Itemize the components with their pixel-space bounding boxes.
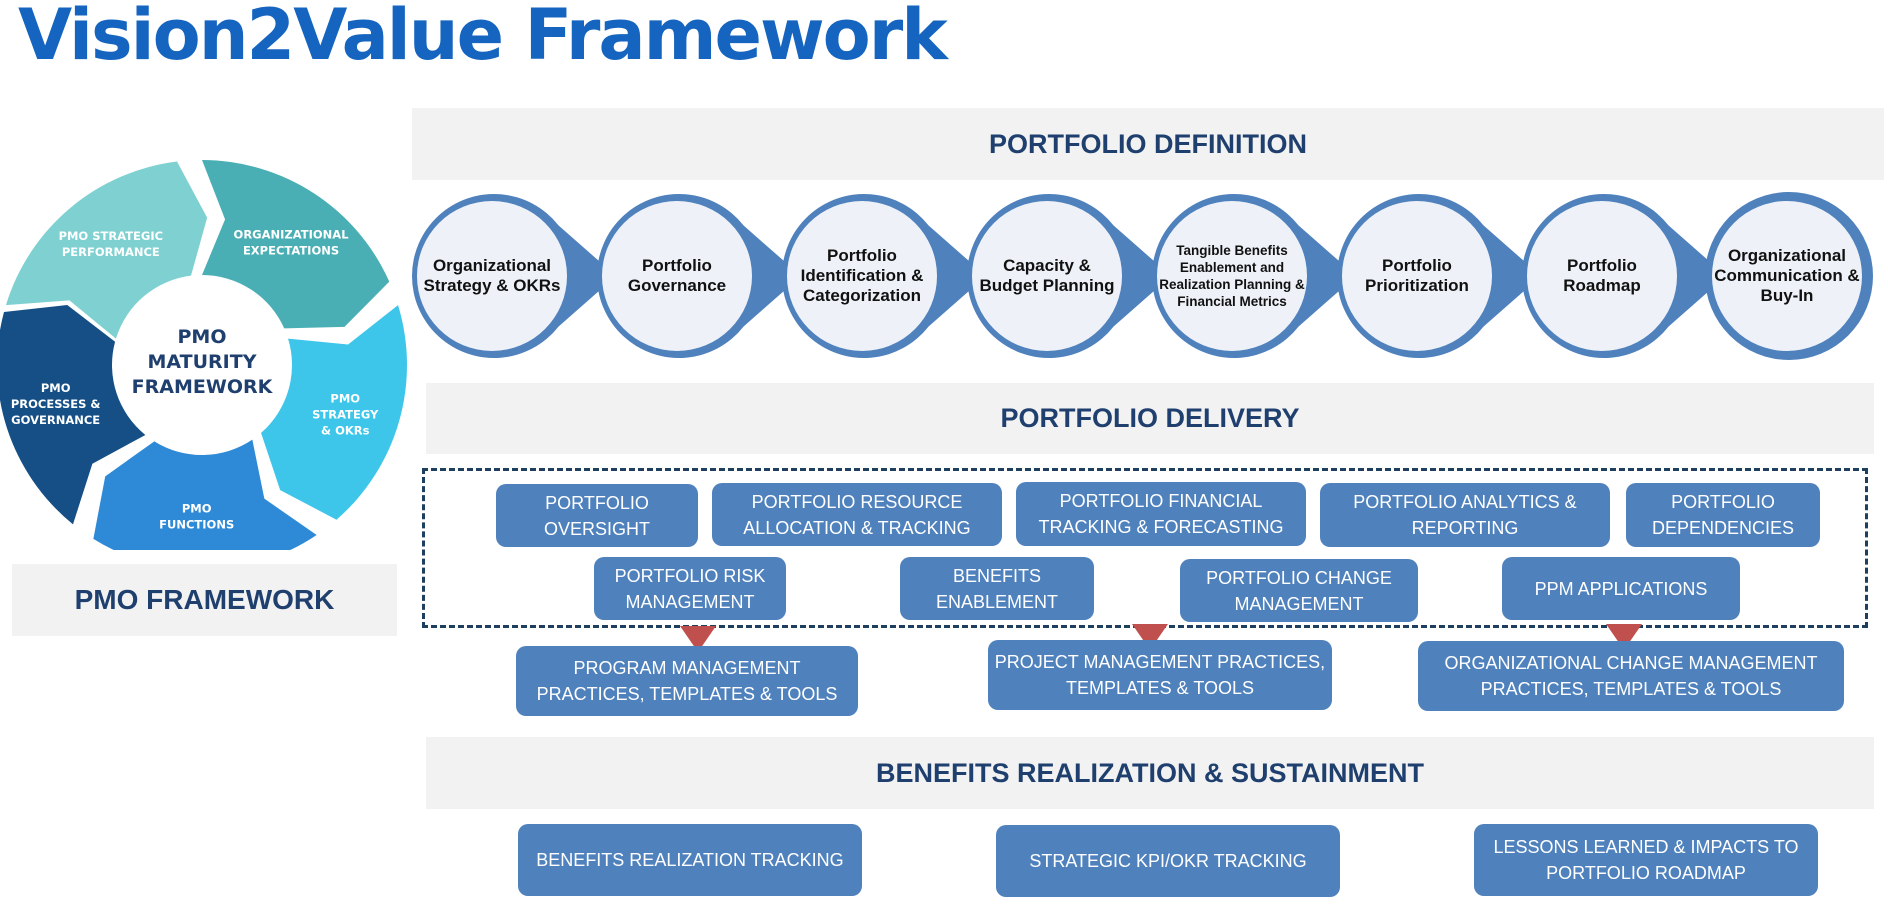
cycle-segment bbox=[5, 161, 208, 339]
definition-step-shape bbox=[597, 193, 801, 358]
cycle-segment-label: GOVERNANCE bbox=[11, 413, 100, 427]
strategic-kpi-okr-tracking: STRATEGIC KPI/OKR TRACKING bbox=[996, 825, 1340, 897]
definition-step-shape bbox=[1337, 193, 1541, 358]
cycle-segment-label: EXPECTATIONS bbox=[243, 243, 339, 257]
step-shapes bbox=[412, 192, 1873, 360]
cycle-segment-label: PMO bbox=[41, 381, 71, 395]
cycle-segment bbox=[93, 439, 317, 570]
cycle-center bbox=[118, 281, 286, 449]
pmo-maturity-cycle: PMO STRATEGIC PERFORMANCE ORGANIZATIONAL EX… bbox=[0, 130, 410, 570]
capability-dependencies: PORTFOLIO DEPENDENCIES bbox=[1626, 483, 1820, 547]
definition-step-label: Portfolio Governance bbox=[627, 256, 727, 295]
pmo-cycle-graphic: PMO STRATEGIC PERFORMANCE ORGANIZATIONAL EX… bbox=[0, 160, 407, 570]
benefits-realization-tracking: BENEFITS REALIZATION TRACKING bbox=[518, 824, 862, 896]
definition-step-label: Organizational Strategy & OKRs bbox=[423, 256, 561, 295]
capability-financial-tracking: PORTFOLIO FINANCIAL TRACKING & FORECASTI… bbox=[1016, 482, 1306, 546]
cycle-center-label: MATURITY bbox=[148, 351, 257, 373]
cycle-segment-label: PMO STRATEGIC bbox=[59, 229, 164, 243]
cycle-segment-label: ORGANIZATIONAL bbox=[234, 227, 350, 241]
capability-resource-allocation: PORTFOLIO RESOURCE ALLOCATION & TRACKING bbox=[712, 483, 1002, 546]
definition-step-label: Portfolio Prioritization bbox=[1365, 256, 1469, 295]
cycle-segment-label: STRATEGY bbox=[312, 407, 379, 421]
definition-step-label: Capacity & Budget Planning bbox=[979, 256, 1115, 295]
cycle-segment-label: & OKRs bbox=[321, 423, 370, 437]
definition-step-shape bbox=[1705, 192, 1873, 360]
benefits-realization-heading: BENEFITS REALIZATION & SUSTAINMENT bbox=[426, 737, 1874, 809]
cycle-segment bbox=[261, 305, 407, 520]
ocm-practices: ORGANIZATIONAL CHANGE MANAGEMENT PRACTIC… bbox=[1418, 641, 1844, 711]
cycle-segment-label: FUNCTIONS bbox=[159, 517, 234, 531]
definition-step-shape bbox=[1152, 193, 1356, 358]
cycle-segment-label: PMO bbox=[182, 501, 212, 515]
definition-step-shape bbox=[412, 193, 616, 358]
definition-step-shape bbox=[967, 193, 1171, 358]
capability-ppm-applications: PPM APPLICATIONS bbox=[1502, 557, 1740, 620]
definition-step-label: Organizational Communication & Buy-In bbox=[1714, 246, 1860, 305]
cycle-segment-label: PMO bbox=[330, 391, 360, 405]
cycle-center-label: FRAMEWORK bbox=[132, 376, 274, 398]
definition-step-shape bbox=[1521, 193, 1726, 358]
pmo-framework-label: PMO FRAMEWORK bbox=[12, 564, 397, 636]
cycle-center-label: PMO bbox=[178, 326, 227, 348]
capability-risk-management: PORTFOLIO RISK MANAGEMENT bbox=[594, 557, 786, 620]
capability-analytics-reporting: PORTFOLIO ANALYTICS & REPORTING bbox=[1320, 483, 1610, 547]
cycle-segment-label: PROCESSES & bbox=[11, 397, 101, 411]
capability-portfolio-oversight: PORTFOLIO OVERSIGHT bbox=[496, 484, 698, 547]
portfolio-definition-steps: Organizational Strategy & OKRs Portfolio … bbox=[404, 186, 1888, 366]
portfolio-definition-heading: PORTFOLIO DEFINITION bbox=[412, 108, 1884, 180]
lessons-learned: LESSONS LEARNED & IMPACTS TO PORTFOLIO R… bbox=[1474, 824, 1818, 896]
program-management-practices: PROGRAM MANAGEMENT PRACTICES, TEMPLATES … bbox=[516, 646, 858, 716]
page-title: Vision2Value Framework bbox=[18, 0, 948, 76]
portfolio-delivery-heading: PORTFOLIO DELIVERY bbox=[426, 383, 1874, 454]
cycle-segment bbox=[0, 305, 146, 525]
cycle-segment-label: PERFORMANCE bbox=[62, 245, 160, 259]
definition-step-label: Tangible Benefits Enablement and Realiza… bbox=[1159, 243, 1305, 309]
capability-change-management: PORTFOLIO CHANGE MANAGEMENT bbox=[1180, 559, 1418, 622]
capability-benefits-enablement: BENEFITS ENABLEMENT bbox=[900, 557, 1094, 620]
definition-step-label: Portfolio Roadmap bbox=[1563, 256, 1641, 295]
definition-step-shape bbox=[782, 193, 986, 358]
definition-step-label: Portfolio Identification & Categorizatio… bbox=[800, 246, 924, 305]
project-management-practices: PROJECT MANAGEMENT PRACTICES, TEMPLATES … bbox=[988, 640, 1332, 710]
cycle-segment bbox=[202, 160, 390, 329]
